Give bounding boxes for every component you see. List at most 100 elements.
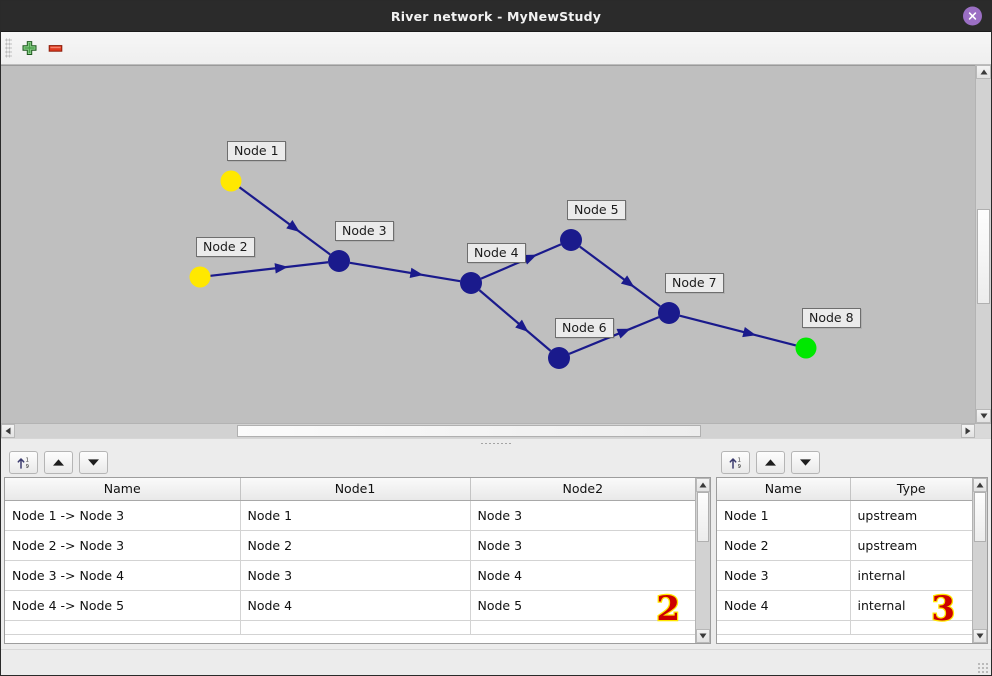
table-cell[interactable]: Node 4	[240, 590, 471, 621]
graph-edge[interactable]	[210, 261, 329, 277]
graph-node[interactable]	[460, 272, 482, 294]
column-header[interactable]: Name	[717, 478, 851, 501]
graph-node[interactable]	[548, 347, 570, 369]
table-cell[interactable]: internal	[850, 560, 972, 591]
graph-node[interactable]	[560, 229, 582, 251]
graph-node-label[interactable]: Node 5	[567, 200, 626, 221]
sort-ascending-icon: 1 9	[729, 457, 741, 470]
close-icon[interactable]	[963, 6, 982, 26]
reaches-move-up-button[interactable]	[44, 450, 73, 474]
graph-edge[interactable]	[679, 314, 797, 347]
graph-edge[interactable]	[478, 289, 552, 352]
graph-vertical-scrollbar[interactable]	[975, 65, 991, 423]
reaches-move-down-button[interactable]	[79, 450, 108, 474]
table-cell[interactable]: Node 3	[470, 530, 696, 561]
table-cell[interactable]: Node 1 -> Node 3	[5, 500, 241, 531]
river-network-graph[interactable]: Node 1 Node 2 Node 3 Node 4 Node 5 Node 6 Node…	[1, 65, 975, 423]
table-cell[interactable]: Node 2 -> Node 3	[5, 530, 241, 561]
graph-node-label[interactable]: Node 3	[335, 221, 394, 242]
table-cell-empty[interactable]	[240, 620, 471, 635]
column-header[interactable]: Name	[5, 478, 241, 501]
table-cell[interactable]: Node 2	[240, 530, 471, 561]
graph-edge[interactable]	[238, 186, 331, 256]
column-header[interactable]: Type	[850, 478, 972, 501]
table-cell[interactable]: Node 1	[717, 500, 851, 531]
graph-node-label[interactable]: Node 7	[665, 273, 724, 294]
nodes-vscroll-thumb[interactable]	[974, 492, 986, 542]
table-cell[interactable]: Node 3	[240, 560, 471, 591]
toolbar-grip[interactable]	[5, 38, 12, 58]
scroll-right-arrow-icon[interactable]	[961, 424, 975, 438]
remove-node-button[interactable]	[42, 35, 68, 61]
graph-edge[interactable]	[568, 316, 660, 355]
graph-edge[interactable]	[349, 261, 461, 283]
graph-edge-arrow-icon	[522, 254, 537, 265]
graph-node-label[interactable]: Node 2	[196, 237, 255, 258]
reaches-vscroll-track[interactable]	[696, 492, 711, 629]
table-cell-empty[interactable]	[470, 620, 696, 635]
graph-edge[interactable]	[579, 245, 661, 308]
table-cell[interactable]: Node 4	[717, 590, 851, 621]
graph-node-label[interactable]: Node 4	[467, 243, 526, 264]
nodes-scroll-up-arrow-icon[interactable]	[973, 478, 987, 492]
graph-hscroll-thumb[interactable]	[237, 425, 701, 437]
table-cell[interactable]: Node 1	[240, 500, 471, 531]
graph-hscroll-track[interactable]	[15, 424, 961, 438]
nodes-move-up-button[interactable]	[756, 450, 785, 474]
table-cell[interactable]: Node 3	[470, 500, 696, 531]
table-row-empty[interactable]	[5, 620, 696, 635]
nodes-sort-button[interactable]: 1 9	[721, 450, 750, 474]
nodes-vscroll-track[interactable]	[973, 492, 987, 629]
table-cell[interactable]: Node 4 -> Node 5	[5, 590, 241, 621]
graph-node[interactable]	[220, 170, 242, 192]
scroll-up-arrow-icon[interactable]	[976, 65, 991, 79]
reaches-sort-button[interactable]: 1 9	[9, 450, 38, 474]
table-cell[interactable]: internal	[850, 590, 972, 621]
graph-vscroll-track[interactable]	[976, 79, 991, 409]
table-cell[interactable]: Node 5	[470, 590, 696, 621]
scroll-down-arrow-icon[interactable]	[976, 409, 991, 423]
table-row-empty[interactable]	[717, 620, 972, 635]
table-cell[interactable]: Node 3 -> Node 4	[5, 560, 241, 591]
reaches-vscroll-thumb[interactable]	[697, 492, 710, 542]
column-header[interactable]: Node1	[240, 478, 471, 501]
table-cell[interactable]: Node 2	[717, 530, 851, 561]
graph-node-label[interactable]: Node 1	[227, 141, 286, 162]
nodes-vertical-scrollbar[interactable]	[972, 478, 987, 643]
add-node-button[interactable]	[16, 35, 42, 61]
reaches-scroll-down-arrow-icon[interactable]	[696, 629, 711, 643]
reaches-scroll-up-arrow-icon[interactable]	[696, 478, 711, 492]
scroll-left-arrow-icon[interactable]	[1, 424, 15, 438]
graph-vscroll-thumb[interactable]	[977, 209, 990, 304]
table-cell[interactable]: Node 4	[470, 560, 696, 591]
table-cell[interactable]: upstream	[850, 530, 972, 561]
window-resize-grip[interactable]	[977, 662, 988, 673]
table-cell[interactable]: upstream	[850, 500, 972, 531]
graph-node[interactable]	[658, 302, 680, 324]
nodes-scroll-down-arrow-icon[interactable]	[973, 629, 987, 643]
table-cell-empty[interactable]	[850, 620, 972, 635]
graph-node[interactable]	[328, 250, 350, 272]
column-header[interactable]: Node2	[470, 478, 696, 501]
table-cell[interactable]: Node 3	[717, 560, 851, 591]
panel-splitter[interactable]	[1, 438, 991, 447]
graph-horizontal-scrollbar[interactable]	[1, 423, 991, 438]
table-cell-empty[interactable]	[5, 620, 241, 635]
graph-node[interactable]	[189, 266, 211, 288]
graph-node[interactable]	[795, 337, 817, 359]
reaches-vertical-scrollbar[interactable]	[695, 478, 711, 643]
nodes-move-down-button[interactable]	[791, 450, 820, 474]
graph-node-label[interactable]: Node 8	[802, 308, 861, 329]
table-cell-empty[interactable]	[717, 620, 851, 635]
graph-node-label[interactable]: Node 6	[555, 318, 614, 339]
